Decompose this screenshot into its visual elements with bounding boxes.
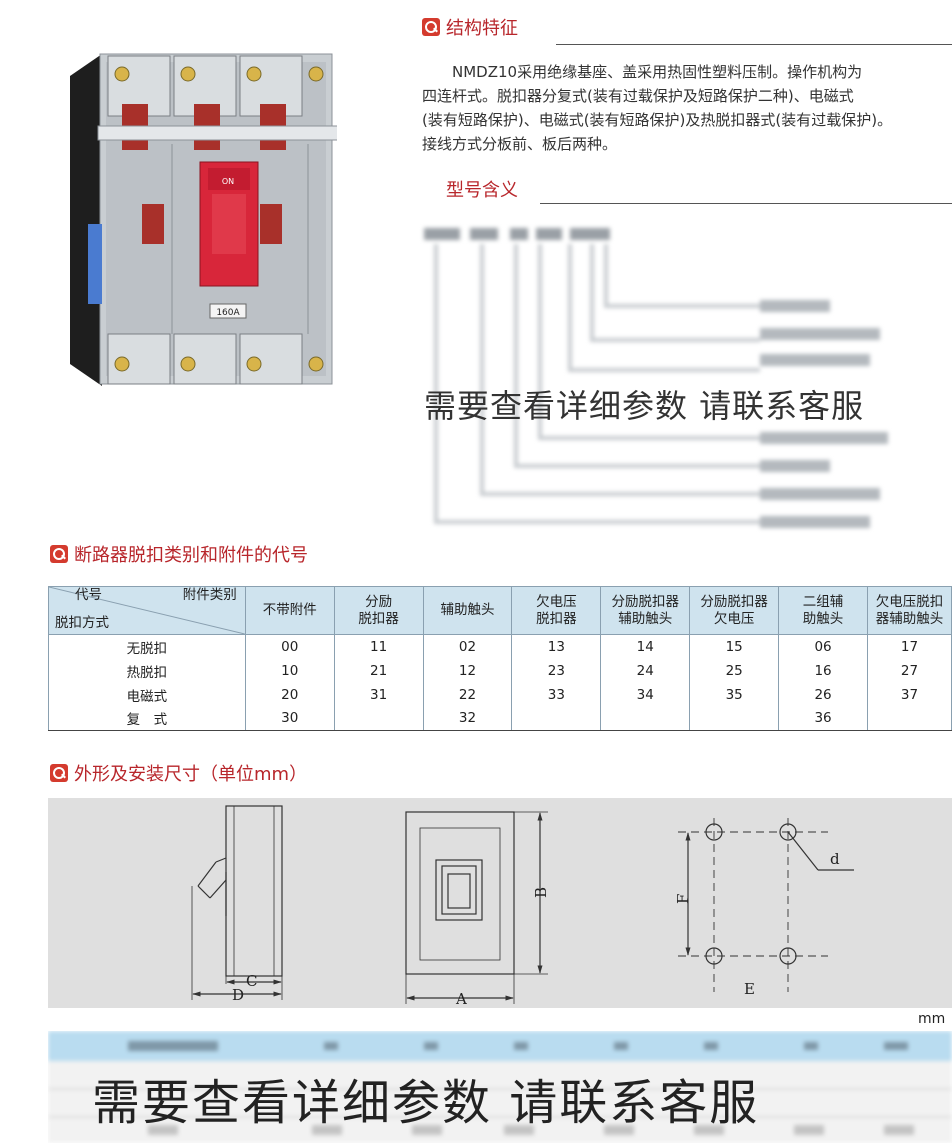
divider — [556, 44, 952, 45]
table-cell: 30 — [244, 706, 335, 731]
contact-watermark: 需要查看详细参数 请联系客服 — [92, 1075, 760, 1131]
table-cell: 11 — [333, 634, 424, 659]
table-cell: 17 — [867, 634, 952, 659]
table-cell: 35 — [689, 682, 780, 707]
dim-label-f: F — [674, 894, 692, 904]
row-label: 热脱扣 — [48, 658, 246, 683]
structure-paragraph: NMDZ10采用绝缘基座、盖采用热固性塑料压制。操作机构为 四连杆式。脱扣器分复… — [422, 60, 952, 156]
column-header: 二组辅 助触头 — [778, 586, 868, 635]
divider — [540, 203, 952, 204]
search-icon — [50, 764, 68, 782]
parameter-table-blurred — [48, 1031, 952, 1143]
paragraph-line: NMDZ10采用绝缘基座、盖采用热固性塑料压制。操作机构为 — [422, 63, 863, 81]
diagonal-line — [49, 587, 245, 634]
table-row: 无脱扣 00 11 02 13 14 15 06 17 — [48, 634, 952, 659]
table-row: 热脱扣 10 21 12 23 24 25 16 27 — [48, 658, 952, 683]
table-cell: 06 — [778, 634, 868, 659]
table-row: 电磁式 20 31 22 33 34 35 26 37 — [48, 682, 952, 707]
column-header: 分励脱扣器 欠电压 — [689, 586, 780, 635]
section-dims-title: 外形及安装尺寸（单位mm） — [74, 764, 308, 785]
search-icon — [422, 18, 440, 36]
table-row: 复 式 30 32 36 — [48, 706, 952, 731]
section-codes-title: 断路器脱扣类别和附件的代号 — [74, 545, 308, 566]
table-cell — [867, 706, 952, 731]
table-cell: 15 — [689, 634, 780, 659]
header-accessory-label: 附件类别 — [182, 587, 237, 603]
section-structure-heading: 结构特征 — [422, 14, 518, 40]
model-meaning-diagram-blurred — [424, 228, 888, 528]
table-cell: 02 — [422, 634, 513, 659]
dim-label-d-hole: d — [830, 850, 840, 868]
table-cell — [600, 706, 691, 731]
paragraph-line: 接线方式分板前、板后两种。 — [422, 135, 618, 153]
table-cell: 24 — [600, 658, 691, 683]
table-cell — [689, 706, 780, 731]
table-cell: 20 — [244, 682, 335, 707]
table-header-row: 代号 附件类别 脱扣方式 不带附件 分励 脱扣器 辅助触头 欠电压 脱扣器 分励… — [48, 586, 952, 635]
dim-label-e: E — [744, 980, 755, 998]
table-cell: 16 — [778, 658, 868, 683]
switch-label: ON — [222, 177, 234, 186]
product-photo: ON 160A — [70, 53, 337, 386]
table-cell: 13 — [511, 634, 602, 659]
paragraph-line: 四连杆式。脱扣器分复式(装有过载保护及短路保护二种)、电磁式 — [422, 87, 854, 105]
row-label: 复 式 — [48, 706, 246, 731]
column-header: 欠电压 脱扣器 — [511, 586, 602, 635]
table-cell: 33 — [511, 682, 602, 707]
section-dims-heading: 外形及安装尺寸（单位mm） — [50, 760, 307, 786]
table-cell: 27 — [867, 658, 952, 683]
table-cell: 34 — [600, 682, 691, 707]
unit-label: mm — [918, 1011, 946, 1027]
table-cell: 10 — [244, 658, 335, 683]
row-label: 电磁式 — [48, 682, 246, 707]
table-cell: 23 — [511, 658, 602, 683]
header-release-label: 脱扣方式 — [55, 615, 109, 631]
table-cell: 00 — [244, 634, 335, 659]
section-structure-title: 结构特征 — [446, 18, 518, 39]
column-header: 分励脱扣器 辅助触头 — [600, 586, 691, 635]
search-icon — [50, 545, 68, 563]
table-cell: 37 — [867, 682, 952, 707]
table-cell: 22 — [422, 682, 513, 707]
column-header: 分励 脱扣器 — [333, 586, 424, 635]
table-cell: 26 — [778, 682, 868, 707]
codes-table: 代号 附件类别 脱扣方式 不带附件 分励 脱扣器 辅助触头 欠电压 脱扣器 分励… — [48, 586, 952, 731]
column-header: 欠电压脱扣 器辅助触头 — [867, 586, 952, 635]
table-cell: 12 — [422, 658, 513, 683]
table-cell: 25 — [689, 658, 780, 683]
row-label: 无脱扣 — [48, 634, 246, 659]
header-code-label: 代号 — [75, 587, 102, 603]
column-header: 辅助触头 — [422, 586, 513, 635]
table-cell: 36 — [778, 706, 868, 731]
contact-watermark: 需要查看详细参数 请联系客服 — [424, 387, 865, 425]
table-cell: 14 — [600, 634, 691, 659]
dim-label-c: C — [246, 972, 257, 990]
section-codes-heading: 断路器脱扣类别和附件的代号 — [50, 541, 308, 567]
dimension-drawing: C D A B F E d — [48, 798, 952, 1008]
table-cell: 31 — [333, 682, 424, 707]
section-model-title: 型号含义 — [446, 180, 518, 201]
dim-label-a: A — [455, 990, 467, 1008]
table-cell: 21 — [333, 658, 424, 683]
table-cell — [511, 706, 602, 731]
rating-label: 160A — [216, 308, 240, 318]
section-model-heading: 型号含义 — [446, 176, 518, 202]
table-cell: 32 — [422, 706, 513, 731]
dim-label-b: B — [532, 887, 550, 898]
column-header: 不带附件 — [244, 586, 335, 635]
dim-label-d: D — [232, 986, 244, 1004]
paragraph-line: (装有短路保护)、电磁式(装有短路保护)及热脱扣器式(装有过载保护)。 — [422, 111, 893, 129]
header-diagonal-cell: 代号 附件类别 脱扣方式 — [48, 586, 246, 635]
table-cell — [333, 706, 424, 731]
